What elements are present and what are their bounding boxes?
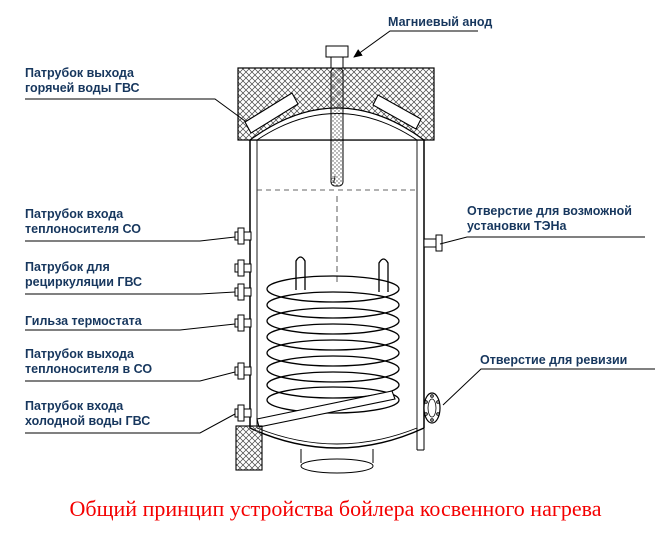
leader-anode (353, 30, 478, 58)
leader-inspection (442, 368, 655, 406)
leader-heat-carrier-inlet (25, 236, 236, 242)
label-cold-water-inlet: Патрубок входа холодной воды ГВС (25, 399, 151, 428)
left-pipe-stubs (234, 227, 252, 422)
label-magnesium-anode: Магниевый анод (388, 15, 493, 29)
inspection-flange (423, 392, 441, 424)
tank-bottom (235, 425, 425, 474)
dome-right-pipe (372, 94, 422, 130)
dimension-label: d (330, 174, 336, 186)
label-recirculation: Патрубок для рециркуляции ГВС (25, 260, 143, 289)
leader-thermostat-sleeve (25, 323, 236, 331)
ten-opening-stub (423, 234, 443, 252)
heating-coil (256, 256, 400, 428)
label-heat-carrier-inlet: Патрубок входа теплоносителя СО (25, 207, 141, 236)
leader-lines (25, 30, 655, 434)
label-inspection-opening: Отверстие для ревизии (480, 353, 628, 367)
label-thermostat-sleeve: Гильза термостата (25, 314, 142, 328)
caption-title: Общий принцип устройства бойлера косвенн… (69, 496, 602, 521)
hot-water-outlet-pipe (244, 92, 299, 134)
leader-recirculation (25, 291, 236, 295)
leader-cold-water-inlet (25, 413, 236, 434)
leader-ten-opening (439, 236, 645, 245)
leader-hot-water-outlet (25, 98, 246, 122)
tank-body (249, 140, 425, 428)
leader-heat-carrier-outlet (25, 371, 236, 382)
magnesium-anode-rod (325, 45, 349, 187)
label-ten-opening: Отверстие для возможной установки ТЭНа (467, 204, 632, 233)
label-hot-water-outlet: Патрубок выхода горячей воды ГВС (25, 66, 140, 95)
label-heat-carrier-outlet: Патрубок выхода теплоносителя в СО (25, 347, 153, 376)
